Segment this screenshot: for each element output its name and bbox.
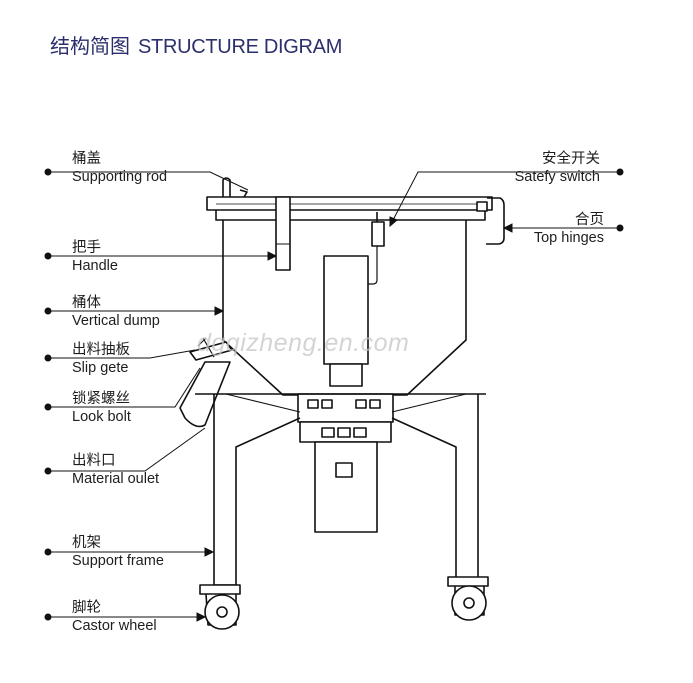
label-frame-en: Support frame — [72, 553, 164, 569]
title-cn: 结构简图 — [50, 36, 130, 58]
label-lid-en: Supporting rod — [72, 169, 168, 185]
slip-gate — [189, 337, 233, 361]
label-lock-bolt-en: Look bolt — [72, 409, 131, 425]
castor-left — [199, 584, 241, 630]
castor-right — [447, 576, 489, 621]
leader-slip — [44, 349, 196, 362]
leader-lid — [44, 168, 249, 191]
label-barrel: 桶体 Vertical dump — [72, 294, 160, 330]
diagram-title: 结构简图 STRUCTURE DIGRAM — [50, 30, 342, 59]
label-slip-gate-cn: 出料抽板 — [72, 342, 130, 358]
label-safety-switch-en: Satefy switch — [514, 169, 600, 185]
label-lid-cn: 桶盖 — [72, 151, 101, 167]
lid — [206, 177, 505, 245]
label-handle-en: Handle — [72, 258, 118, 274]
label-hinge-en: Top hinges — [533, 230, 604, 246]
label-barrel-en: Vertical dump — [72, 313, 160, 329]
leader-switch — [389, 168, 624, 228]
watermark: dgqizheng.en.com — [197, 329, 410, 357]
leader-barrel — [44, 306, 225, 316]
label-slip-gate-en: Slip gete — [72, 360, 129, 376]
label-safety-switch-cn: 安全开关 — [542, 151, 600, 167]
label-outlet-en: Material oulet — [72, 471, 160, 487]
label-handle: 把手 Handle — [72, 239, 118, 275]
motor — [297, 393, 394, 533]
barrel — [222, 220, 467, 396]
label-frame: 机架 Support frame — [72, 534, 164, 570]
label-lock-bolt: 锁紧螺丝 Look bolt — [72, 390, 131, 426]
label-safety-switch: 安全开关 Satefy switch — [515, 150, 600, 186]
label-lid: 桶盖 Supporting rod — [72, 150, 167, 186]
leader-handle — [44, 251, 278, 261]
label-castor-cn: 脚轮 — [72, 600, 101, 616]
safety-switch — [368, 212, 385, 285]
label-slip-gate: 出料抽板 Slip gete — [72, 341, 130, 377]
label-castor: 脚轮 Castor wheel — [72, 599, 157, 635]
leader-hinge — [502, 223, 624, 233]
handle — [275, 196, 291, 271]
label-outlet-cn: 出料口 — [72, 453, 116, 469]
label-hinge-cn: 合页 — [575, 212, 604, 228]
leader-outlet — [44, 427, 206, 475]
leader-bolt — [44, 367, 201, 411]
label-castor-en: Castor wheel — [72, 618, 157, 634]
leader-frame — [44, 547, 215, 557]
label-outlet: 出料口 Material oulet — [72, 452, 159, 488]
label-lock-bolt-cn: 锁紧螺丝 — [72, 391, 130, 407]
title-en: STRUCTURE DIGRAM — [138, 36, 343, 58]
label-barrel-cn: 桶体 — [72, 295, 101, 311]
label-hinge: 合页 Top hinges — [534, 211, 604, 247]
leader-castor — [44, 612, 207, 622]
label-frame-cn: 机架 — [72, 535, 101, 551]
label-handle-cn: 把手 — [72, 240, 101, 256]
